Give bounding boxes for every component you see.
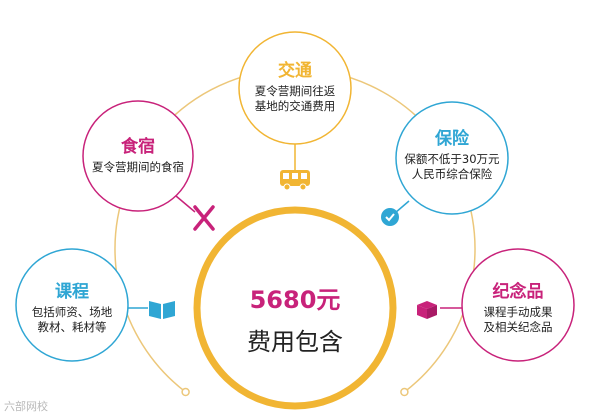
circle-jinianpin — [461, 248, 575, 362]
desc-shisu-1: 夏令营期间的食宿 — [92, 160, 184, 175]
desc-jinianpin-1: 课程手动成果 — [483, 305, 553, 320]
desc-baoxian-1: 保额不低于30万元 — [404, 152, 500, 167]
desc-jiaotong-2: 基地的交通费用 — [254, 99, 336, 114]
desc-baoxian-2: 人民币综合保险 — [411, 167, 493, 182]
shield-icon — [381, 208, 399, 226]
arc-end-dot-left — [181, 387, 190, 397]
circle-shisu — [82, 100, 194, 212]
bus-icon — [280, 170, 310, 191]
title-jiaotong: 交通 — [278, 61, 312, 81]
desc-kecheng-1: 包括师资、场地 — [31, 305, 113, 320]
connector-baoxian — [394, 200, 410, 214]
text-jinianpin: 纪念品 课程手动成果 及相关纪念品 — [462, 281, 574, 335]
text-baoxian: 保险 保额不低于30万元 人民币综合保险 — [392, 128, 512, 182]
desc-kecheng-2: 教材、耗材等 — [37, 320, 107, 335]
title-baoxian: 保险 — [435, 129, 469, 149]
fork-knife-icon — [193, 205, 215, 231]
title-jinianpin: 纪念品 — [492, 282, 544, 302]
book-icon — [149, 301, 175, 319]
title-kecheng: 课程 — [55, 282, 89, 302]
center-ring — [193, 206, 397, 410]
arc-end-dot-right — [400, 387, 409, 397]
desc-jiaotong-1: 夏令营期间往返 — [254, 84, 336, 99]
circle-jiaotong — [238, 31, 352, 145]
text-jiaotong: 交通 夏令营期间往返 基地的交通费用 — [239, 60, 351, 114]
center-amount: 5680元 — [249, 286, 341, 314]
text-kecheng: 课程 包括师资、场地 教材、耗材等 — [16, 281, 128, 335]
desc-jinianpin-2: 及相关纪念品 — [483, 320, 553, 335]
gift-icon — [417, 301, 437, 319]
watermark: 六部网校 — [4, 400, 48, 413]
title-shisu: 食宿 — [121, 137, 155, 157]
connector-shisu — [175, 195, 196, 213]
circle-kecheng — [15, 248, 129, 362]
circle-baoxian — [395, 101, 509, 215]
text-shisu: 食宿 夏令营期间的食宿 — [78, 136, 198, 175]
center-label: 费用包含 — [247, 328, 343, 356]
